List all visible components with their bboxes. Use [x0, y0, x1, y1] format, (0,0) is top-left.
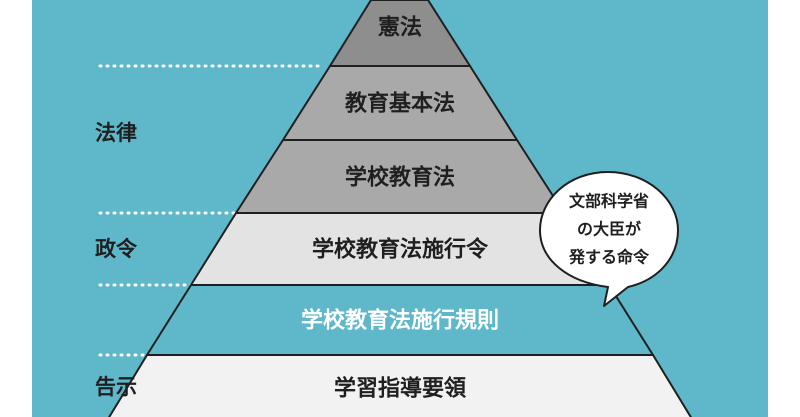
- tier-label-school-education-act: 学校教育法: [345, 165, 455, 191]
- tier-curriculum-guidelines-shape: [108, 354, 692, 417]
- tier-labels: 憲法 教育基本法 学校教育法 学校教育法施行令 学校教育法施行規則 学習指導要領: [301, 15, 499, 402]
- tier-label-curriculum-guidelines: 学習指導要領: [334, 376, 467, 402]
- category-labels: 法律 政令 告示: [95, 121, 138, 399]
- speech-bubble-line-2: の大臣が: [577, 220, 641, 239]
- category-dividers: [98, 64, 324, 357]
- speech-bubble-line-1: 文部科学省: [569, 192, 649, 211]
- tier-label-constitution: 憲法: [378, 15, 422, 41]
- category-label-notice: 告示: [95, 375, 137, 399]
- tier-label-enforcement-regulations: 学校教育法施行規則: [301, 308, 499, 334]
- speech-bubble-line-3: 発する命令: [568, 248, 650, 267]
- tier-label-enforcement-order: 学校教育法施行令: [312, 237, 489, 263]
- category-label-law: 法律: [95, 121, 137, 145]
- category-label-cabinet-order: 政令: [95, 237, 138, 261]
- tier-label-basic-act: 教育基本法: [345, 91, 455, 117]
- pyramid: [108, 0, 692, 417]
- speech-bubble-shape: [539, 171, 679, 307]
- speech-bubble: 文部科学省 の大臣が 発する命令: [539, 171, 679, 307]
